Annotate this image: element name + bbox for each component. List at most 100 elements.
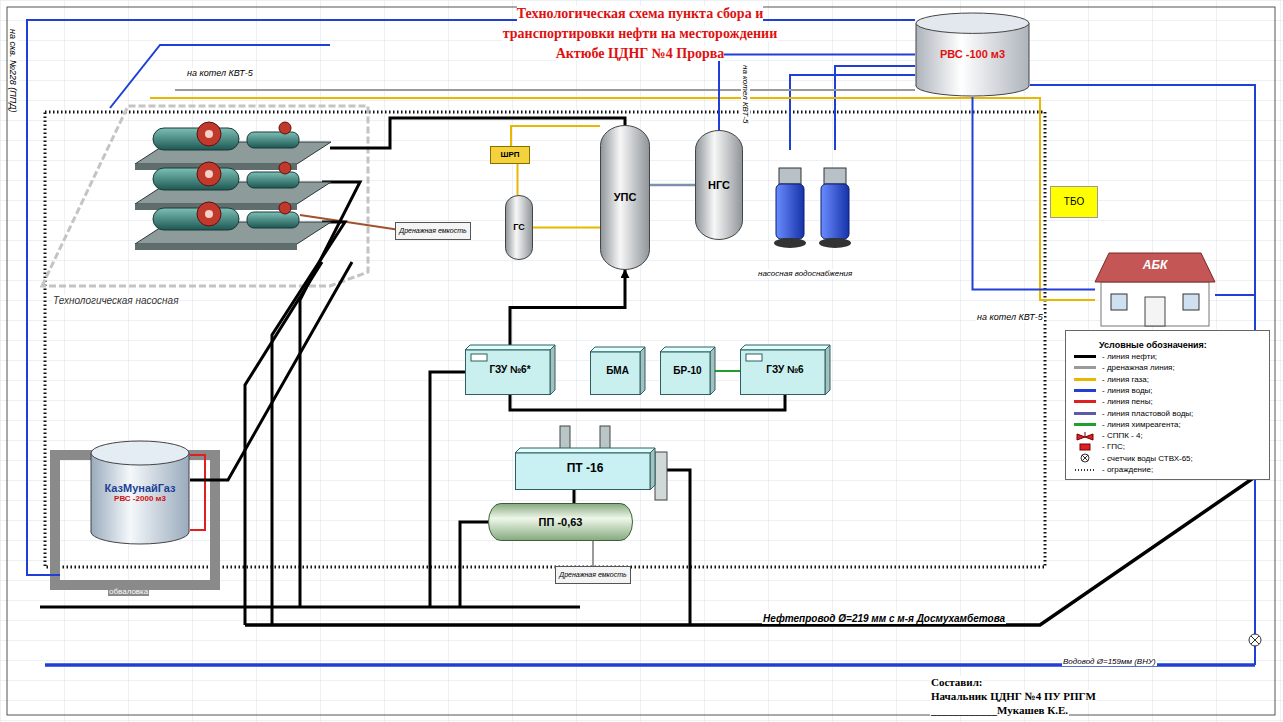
metering-unit-outline [825, 345, 830, 395]
furnace-box: ПТ -16 [515, 448, 655, 490]
separator-vessel: УПС [600, 125, 650, 270]
legend-text: - линия химреагента; [1102, 420, 1181, 429]
gas-separator-vessel: НГС [695, 130, 743, 240]
legend-sample [1074, 442, 1098, 452]
reagent-block-outline [710, 347, 715, 395]
reagent-block-outline [661, 352, 711, 395]
furnace-chimney [600, 426, 610, 450]
text-holder: НГС [695, 130, 743, 240]
pipeline-label: Водовод Ø=159мм (ВНУ) [1062, 650, 1157, 668]
legend-text: - линия газа; [1102, 375, 1149, 384]
legend-text: - линия пластовой воды; [1102, 409, 1193, 418]
legend-row: - линия пластовой воды; [1074, 408, 1193, 419]
water-pump [819, 238, 851, 248]
legend-text: - счетчик воды СТВХ-65; [1102, 454, 1193, 463]
text-holder: ПП -0,63 [488, 503, 633, 541]
storage-tank-outline [91, 441, 189, 465]
water-pump [779, 168, 801, 184]
pump-unit [135, 122, 331, 170]
drain-line [592, 541, 594, 566]
area-label-text: обваловка [108, 587, 149, 596]
oil-line [510, 395, 785, 410]
legend-sample [1074, 465, 1098, 475]
storage-tank: КазМунайГазРВС -2000 м3 [90, 440, 190, 545]
water-pump [774, 238, 806, 248]
valve-symbol [1074, 431, 1096, 441]
waste-box-outline [1051, 187, 1098, 218]
meter-symbol [1074, 453, 1096, 463]
oil-pipe [190, 262, 352, 480]
oil-line [510, 270, 625, 345]
metering-unit-outline [741, 350, 826, 395]
metering-unit-outline [740, 345, 830, 350]
gas-line [517, 164, 519, 195]
text-holder: ГЗУ №6 [740, 345, 830, 395]
legend-row: - линия химреагента; [1074, 419, 1181, 430]
node-label: ГС [513, 222, 524, 232]
legend-text: - дренажная линия; [1102, 363, 1175, 372]
legend-swatch [1074, 400, 1096, 403]
text-holder: КазМунайГазРВС -2000 м3 [90, 440, 190, 545]
foam-pipe [190, 455, 205, 530]
drain-pipe [175, 89, 915, 91]
office-building-outline [1095, 253, 1215, 282]
gps-symbol [1074, 442, 1096, 452]
diagram-title: Технологическая схема пункта сбора и тра… [503, 6, 777, 61]
signature-text-text: Начальник ЦДНГ №4 ПУ РПГМ [930, 690, 1097, 702]
block-module-outline [590, 347, 645, 352]
furnace-chimney [655, 452, 667, 500]
office-building-outline [1183, 294, 1199, 310]
legend-text: - ГПС; [1102, 442, 1125, 451]
text-holder: ПТ -16 [515, 448, 655, 490]
node-label: БР-10 [673, 365, 701, 377]
gas-vessel-outline [506, 196, 533, 260]
node-label: Дренажная емкость [399, 227, 467, 235]
legend-text: - линия пены; [1102, 397, 1153, 406]
metering-unit-outline [471, 354, 487, 361]
legend-sample [1074, 385, 1098, 395]
pump-room-outline [42, 106, 368, 286]
text-holder: ШРП [490, 146, 530, 164]
fence-line [45, 112, 1045, 567]
node-sublabel: РВС -2000 м3 [114, 494, 166, 503]
furnace-box-outline [650, 448, 655, 490]
pump-unit [135, 122, 331, 250]
legend-swatch [1074, 378, 1096, 381]
fence-line [45, 112, 1045, 567]
area-label: насосная водоснабжения [757, 262, 853, 280]
legend-row: - счетчик воды СТВХ-65; [1074, 453, 1193, 464]
pump-room-outline [42, 106, 368, 286]
pipe-note-text: на котел КВТ-5 [186, 68, 254, 78]
node-label: КазМунайГаз [104, 482, 175, 495]
pump-unit [135, 202, 331, 250]
node-label: РВС -100 м3 [940, 48, 1005, 61]
pipeline-label-text: Водовод Ø=159мм (ВНУ) [1062, 657, 1157, 666]
node-label: УПС [614, 191, 637, 204]
node-label: НГС [708, 179, 730, 192]
legend-text: - линия нефти; [1102, 352, 1157, 361]
water-pump [774, 168, 851, 248]
legend-row: - линия нефти; [1074, 351, 1157, 362]
office-building-outline [1145, 297, 1165, 326]
water-pipe [1215, 294, 1255, 296]
oil-pipe [40, 606, 580, 609]
pipe-note-text: на котел КВТ-5 [976, 312, 1044, 322]
foam-pipe [190, 455, 205, 530]
furnace-box-outline [515, 448, 655, 453]
text-holder: БМА [590, 347, 645, 395]
legend-row: - линия газа; [1074, 374, 1149, 385]
liquid-line [650, 184, 695, 187]
office-building-outline [1111, 294, 1127, 310]
text-holder: БР-10 [660, 347, 715, 395]
drain-tank: Дренажная емкость [555, 566, 631, 584]
legend-text: - линия воды; [1102, 386, 1153, 395]
water-pump [821, 184, 849, 239]
area-label-text: насосная водоснабжения [757, 269, 853, 278]
pipe-note: на скв. №228 (ППД) [6, 28, 24, 114]
office-building-outline [1101, 282, 1209, 326]
legend-sample [1074, 453, 1098, 463]
storage-tank-outline [916, 13, 1029, 33]
